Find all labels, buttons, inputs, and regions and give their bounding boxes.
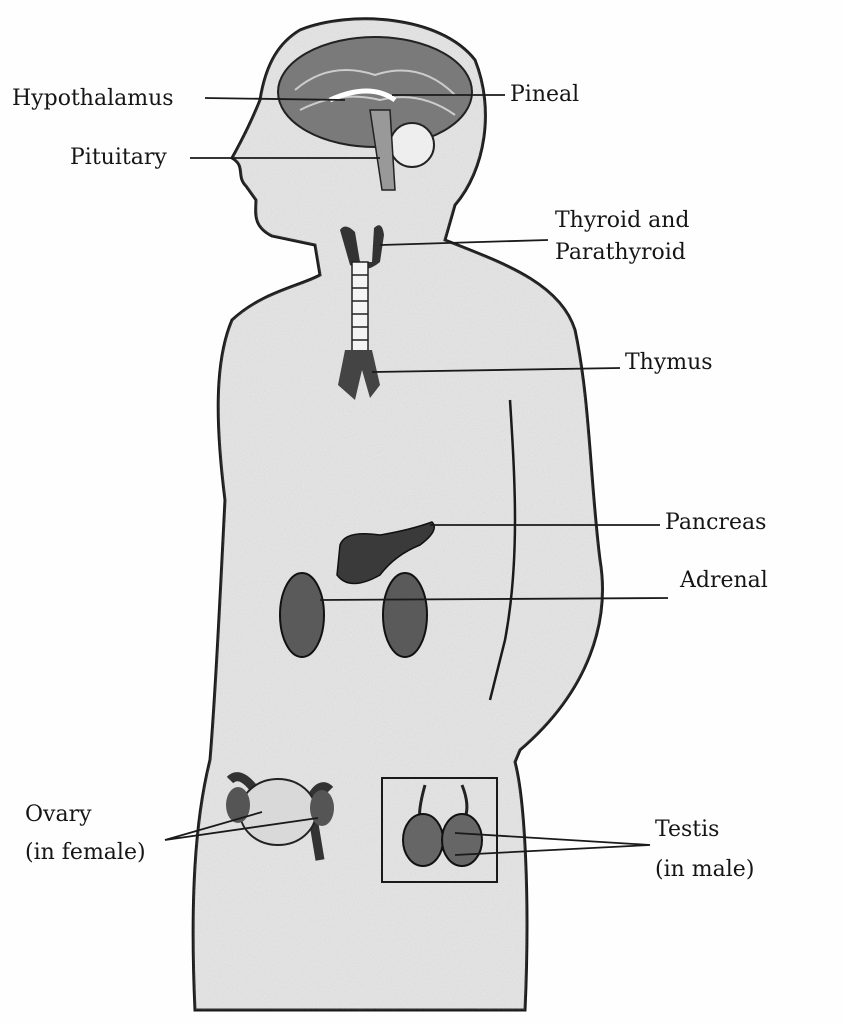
ovary-left xyxy=(226,787,250,823)
label-thymus: Thymus xyxy=(625,350,713,375)
label-pineal: Pineal xyxy=(510,82,580,107)
label-hypothalamus: Hypothalamus xyxy=(12,86,174,111)
label-thyroid-2: Parathyroid xyxy=(555,240,686,265)
label-pituitary: Pituitary xyxy=(70,145,167,170)
thymus-gland xyxy=(338,350,380,400)
brainstem xyxy=(369,109,396,191)
testis-left xyxy=(402,813,444,867)
label-testis-2: (in male) xyxy=(655,857,755,882)
pancreas-gland xyxy=(336,521,435,585)
testis-right xyxy=(441,813,483,867)
label-ovary-1: Ovary xyxy=(25,802,92,827)
leader-lines xyxy=(164,94,669,856)
left-kidney xyxy=(279,572,325,658)
ovary-right xyxy=(310,790,334,826)
cerebellum xyxy=(389,122,435,168)
uterus xyxy=(239,778,317,846)
label-ovary-2: (in female) xyxy=(25,840,146,865)
label-thyroid-1: Thyroid and xyxy=(555,208,690,233)
testis-box xyxy=(381,777,498,883)
thyroid-gland xyxy=(340,225,384,270)
trachea xyxy=(351,261,369,358)
label-adrenal: Adrenal xyxy=(680,568,768,593)
right-kidney xyxy=(382,572,428,658)
arm-line xyxy=(488,399,517,701)
label-pancreas: Pancreas xyxy=(665,510,767,535)
label-testis-1: Testis xyxy=(655,817,720,842)
